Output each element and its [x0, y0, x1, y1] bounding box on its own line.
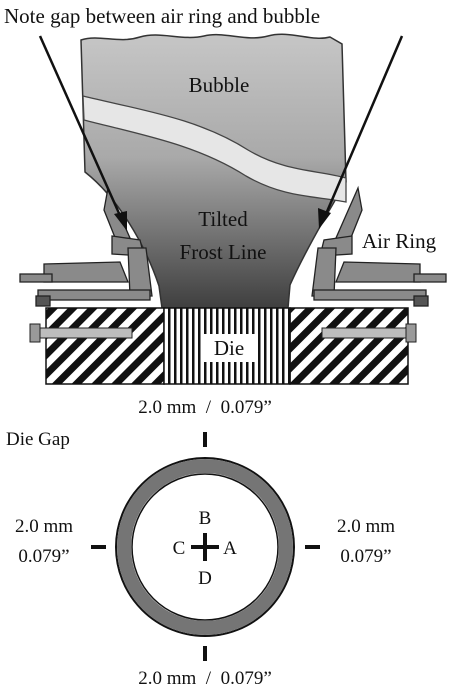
note-text: Note gap between air ring and bubble [4, 4, 320, 28]
die-block-right [289, 307, 409, 385]
dimension-bottom: 2.0 mm / 0.079” [138, 668, 272, 689]
bolt-left [29, 323, 133, 343]
arrow-right [318, 35, 404, 229]
frost-line-label-1: Tilted [198, 207, 248, 231]
bolt-right [321, 323, 417, 343]
dimension-left-in: 0.079” [18, 546, 69, 567]
center-cross [191, 533, 219, 561]
point-d: D [198, 568, 212, 589]
die [29, 307, 417, 385]
die-label-bg [202, 334, 256, 362]
gap-tick-marks [91, 432, 320, 661]
die-block-left [45, 307, 165, 385]
die-gap-label: Die Gap [6, 429, 70, 450]
dimension-right-in: 0.079” [340, 546, 391, 567]
frost-line-label-2: Frost Line [180, 240, 267, 264]
point-c: C [173, 538, 186, 559]
air-ring-right [311, 185, 447, 307]
bubble [80, 33, 347, 309]
point-b: B [199, 508, 212, 529]
air-ring-left [19, 185, 153, 307]
dimension-right-mm: 2.0 mm [337, 516, 395, 537]
dimension-top: 2.0 mm / 0.079” [138, 397, 272, 418]
air-ring-label: Air Ring [362, 229, 437, 253]
die-label: Die [214, 336, 244, 360]
point-a: A [223, 538, 237, 559]
bubble-label: Bubble [189, 73, 250, 97]
dimension-left-mm: 2.0 mm [15, 516, 73, 537]
bubble-stripe [82, 95, 347, 203]
arrow-left [38, 35, 127, 231]
bubble-body [80, 33, 347, 309]
